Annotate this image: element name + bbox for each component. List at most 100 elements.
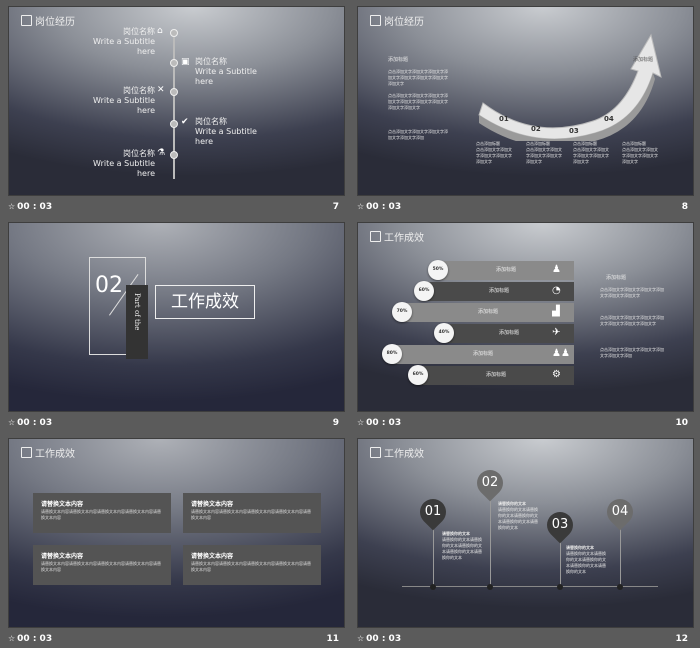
tools-icon: ✕ <box>157 85 165 95</box>
pen-icon <box>21 15 32 26</box>
vertical-label-bar: Part of the <box>126 285 148 359</box>
slide-canvas: 02 Part of the 工作成效 <box>8 222 345 412</box>
timing: ☆00 : 03 <box>357 202 402 212</box>
card-heading: 请替换文本内容 <box>41 501 84 508</box>
pin-text: 请替换你的文本请替换你的文本请替换你的文本请替换你的文本请替换你的文本请替换你的… <box>566 545 606 574</box>
slide-footer: ☆00 : 03 11 <box>8 634 343 648</box>
pin-number: 04 <box>611 504 629 519</box>
text-card: 请替换文本内容 请替换文本内容请替换文本内容请替换文本内容请替换文本内容请替换文… <box>33 493 171 533</box>
timeline-dot <box>170 120 178 128</box>
slide-title: 工作成效 <box>21 445 75 460</box>
star-icon: ☆ <box>8 634 16 643</box>
percent-badge: 60% <box>408 365 428 385</box>
timeline-dot <box>170 88 178 96</box>
row-label: 添加标题 <box>444 324 574 343</box>
pin-dot <box>557 584 563 590</box>
timing: ☆00 : 03 <box>8 202 53 212</box>
plane-icon: ✈ <box>552 327 561 338</box>
text-heading: 添加标题 <box>388 57 409 63</box>
slide-number: 10 <box>675 418 688 428</box>
section-number: 02 <box>95 273 123 298</box>
percent-badge: 40% <box>434 323 454 343</box>
pen-icon <box>21 447 32 458</box>
slide-number: 12 <box>675 634 688 644</box>
star-icon: ☆ <box>357 202 365 211</box>
person-icon: ♟ <box>552 264 561 275</box>
column-text: 点击添加标题点击添加文字添加文字添加文字添加文字添加文字 <box>573 141 609 164</box>
section-title: 工作成效 <box>155 285 255 319</box>
slide-title: 工作成效 <box>370 229 424 244</box>
star-icon: ☆ <box>8 202 16 211</box>
row-label: 添加标题 <box>418 366 574 385</box>
text-paragraph: 点击添加文字添加文字添加文字添加文字添加文字添加 <box>600 347 664 358</box>
pin-dot <box>430 584 436 590</box>
column-text: 点击添加标题点击添加文字添加文字添加文字添加文字添加文字 <box>622 141 658 164</box>
timeline-line <box>173 33 175 179</box>
timing: ☆00 : 03 <box>357 418 402 428</box>
timing: ☆00 : 03 <box>8 418 53 428</box>
timeline-dot <box>170 59 178 67</box>
slide-canvas: 工作成效 添加标题 50% ♟ 添加标题 60% ◔ 添加标题 70% ▟ 添加… <box>357 222 694 412</box>
pen-icon <box>370 231 381 242</box>
pin-number: 02 <box>481 475 499 490</box>
slide-number: 8 <box>681 202 688 212</box>
card-body: 请替换文本内容请替换文本内容请替换文本内容请替换文本内容请替换文本内容 <box>191 509 311 520</box>
pin-text: 请替换你的文本请替换你的文本请替换你的文本请替换你的文本请替换你的文本请替换你的… <box>498 501 538 530</box>
pin-stem <box>620 523 621 587</box>
slide-number: 11 <box>326 634 339 644</box>
pin-dot <box>487 584 493 590</box>
star-icon: ☆ <box>8 418 16 427</box>
card-body: 请替换文本内容请替换文本内容请替换文本内容请替换文本内容请替换文本内容 <box>41 509 161 520</box>
slide-number: 7 <box>332 202 339 212</box>
pin-stem <box>560 537 561 587</box>
text-paragraph: 点击添加文字添加文字添加文字添加文字添加文字添加 <box>388 129 448 140</box>
slide-canvas: 岗位经历 添加标题 点击添加文字添加文字添加文字添加文字添加文字添加文字添加文字… <box>357 6 694 196</box>
text-heading: 添加标题 <box>606 275 627 281</box>
percent-badge: 50% <box>428 260 448 280</box>
timeline-dot <box>170 29 178 37</box>
card-heading: 请替换文本内容 <box>191 501 234 508</box>
slide-footer: ☆00 : 03 7 <box>8 202 343 216</box>
text-paragraph: 点击添加文字添加文字添加文字添加文字添加文字添加文字添加文字添加文字 <box>388 69 448 86</box>
slide-footer: ☆00 : 03 10 <box>357 418 692 432</box>
slide-title: 岗位经历 <box>370 13 424 28</box>
slide-footer: ☆00 : 03 9 <box>8 418 343 432</box>
baseline <box>402 586 658 587</box>
home-icon: ⌂ <box>157 26 163 36</box>
star-icon: ☆ <box>357 634 365 643</box>
row-label: 添加标题 <box>392 345 574 364</box>
slide-footer: ☆00 : 03 8 <box>357 202 692 216</box>
row-label: 添加标题 <box>438 261 574 280</box>
text-paragraph: 点击添加文字添加文字添加文字添加文字添加文字添加文字添加文字添加文字添加文字 <box>388 93 448 110</box>
pin-text: 请替换你的文本请替换你的文本请替换你的文本请替换你的文本请替换你的文本请替换你的… <box>442 531 482 560</box>
column-text: 点击添加标题点击添加文字添加文字添加文字添加文字添加文字 <box>476 141 512 164</box>
text-card: 请替换文本内容 请替换文本内容请替换文本内容请替换文本内容请替换文本内容请替换文… <box>183 545 321 585</box>
text-paragraph: 点击添加文字添加文字添加文字添加文字添加文字添加文字 <box>600 287 664 298</box>
timing: ☆00 : 03 <box>8 634 53 644</box>
row-label: 添加标题 <box>402 303 574 322</box>
star-icon: ☆ <box>357 418 365 427</box>
text-card: 请替换文本内容 请替换文本内容请替换文本内容请替换文本内容请替换文本内容请替换文… <box>183 493 321 533</box>
text-card: 请替换文本内容 请替换文本内容请替换文本内容请替换文本内容请替换文本内容请替换文… <box>33 545 171 585</box>
step-label: 01 <box>499 115 509 123</box>
pin-stem <box>490 495 491 587</box>
slide-title: 工作成效 <box>370 445 424 460</box>
percent-badge: 60% <box>414 281 434 301</box>
bar-chart-icon: ▟ <box>552 306 560 317</box>
step-label: 04 <box>604 115 614 123</box>
card-body: 请替换文本内容请替换文本内容请替换文本内容请替换文本内容请替换文本内容 <box>191 561 311 572</box>
step-label: 03 <box>569 127 579 135</box>
pin-stem <box>433 523 434 587</box>
team-icon: ♟♟ <box>552 348 570 359</box>
pie-chart-icon: ◔ <box>552 285 561 296</box>
slide-title: 岗位经历 <box>21 13 75 28</box>
pen-icon <box>370 15 381 26</box>
percent-badge: 80% <box>382 344 402 364</box>
column-text: 点击添加标题点击添加文字添加文字添加文字添加文字添加文字 <box>526 141 562 164</box>
